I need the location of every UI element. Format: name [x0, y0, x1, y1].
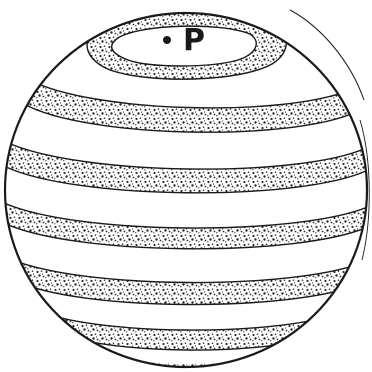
- point-p-label: P: [183, 23, 205, 58]
- point-p-dot: [163, 36, 171, 44]
